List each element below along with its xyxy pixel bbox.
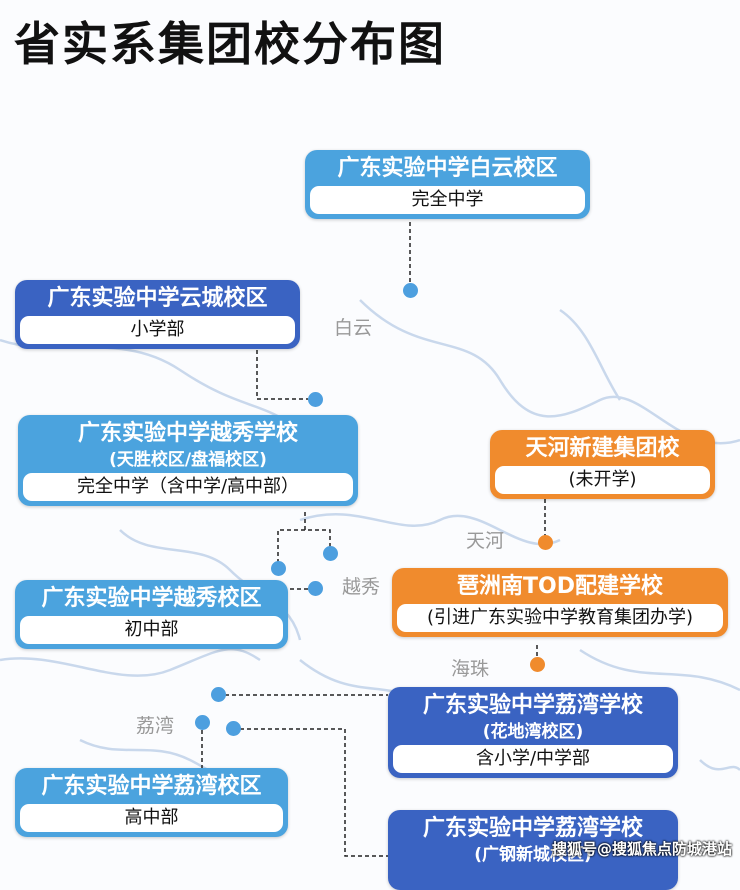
location-marker (226, 721, 241, 736)
location-marker (538, 535, 553, 550)
page-title: 省实系集团校分布图 (14, 17, 446, 71)
connector-lines (201, 222, 546, 857)
school-name: 广东实验中学越秀校区 (41, 586, 262, 611)
area-label-liwan: 荔湾 (136, 715, 175, 737)
school-card-yuexiu-campus: 广东实验中学越秀校区 初中部 (15, 580, 288, 649)
district-map (0, 222, 740, 857)
school-name: 广东实验中学白云校区 (337, 156, 558, 181)
school-name: 广东实验中学荔湾学校 (422, 816, 643, 841)
school-card-yuexiu-school: 广东实验中学越秀学校 (天胜校区/盘福校区) 完全中学（含中学/高中部） (18, 415, 358, 506)
school-campus: (广钢新城校区) (474, 845, 592, 865)
school-campus: (花地湾校区) (482, 722, 584, 742)
school-name: 广东实验中学越秀学校 (77, 421, 298, 446)
school-type: (引进广东实验中学教育集团办学) (397, 604, 723, 632)
location-marker (530, 657, 545, 672)
school-type: 高中部 (20, 804, 283, 832)
school-type: 初中部 (20, 616, 283, 644)
school-card-liwan-campus: 广东实验中学荔湾校区 高中部 (15, 768, 288, 837)
location-marker (403, 283, 418, 298)
location-marker (195, 715, 210, 730)
area-label-haizhu: 海珠 (451, 658, 490, 680)
location-marker (323, 546, 338, 561)
area-label-yuexiu: 越秀 (342, 576, 381, 598)
school-card-pazhou: 琶洲南TOD配建学校 (引进广东实验中学教育集团办学) (392, 568, 728, 637)
school-card-baiyun: 广东实验中学白云校区 完全中学 (305, 150, 590, 219)
location-marker (271, 561, 286, 576)
school-type: 含小学/中学部 (393, 745, 673, 773)
school-name: 天河新建集团校 (525, 436, 680, 461)
school-type: 完全中学 (310, 186, 585, 214)
school-type: 小学部 (20, 316, 295, 344)
location-marker (308, 581, 323, 596)
school-card-liwan-huadiwan: 广东实验中学荔湾学校 (花地湾校区) 含小学/中学部 (388, 687, 678, 778)
school-card-yuncheng: 广东实验中学云城校区 小学部 (15, 280, 300, 349)
school-name: 广东实验中学荔湾学校 (422, 693, 643, 718)
area-label-tianhe: 天河 (466, 530, 505, 552)
school-campus: (天胜校区/盘福校区) (109, 450, 267, 470)
area-label-baiyun: 白云 (334, 317, 373, 339)
location-marker (308, 392, 323, 407)
school-name: 广东实验中学荔湾校区 (41, 774, 262, 799)
school-type: 完全中学（含中学/高中部） (23, 473, 353, 501)
watermark: 搜狐号@搜狐焦点防城港站 (551, 840, 732, 858)
school-card-tianhe: 天河新建集团校 (未开学) (490, 430, 715, 499)
school-name: 广东实验中学云城校区 (47, 286, 268, 311)
school-name: 琶洲南TOD配建学校 (457, 574, 663, 599)
location-marker (211, 687, 226, 702)
school-campus: (未开学) (495, 466, 710, 494)
